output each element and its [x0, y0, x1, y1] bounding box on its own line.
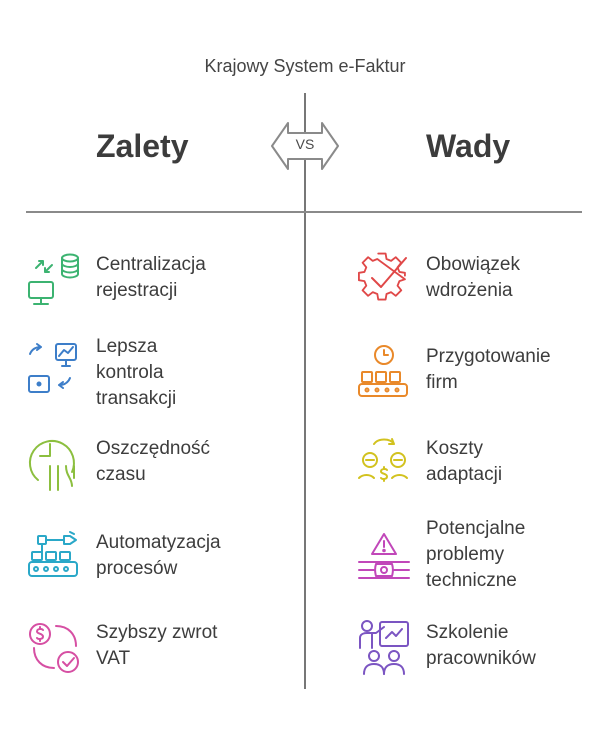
diagram-title: Krajowy System e-Faktur	[204, 56, 406, 76]
con-label: Obowiązek wdrożenia	[426, 254, 520, 301]
header-divider	[26, 211, 582, 213]
pro-label: Szybszy zwrot VAT	[96, 622, 218, 669]
obligation-gear-icon	[358, 252, 407, 301]
center-divider	[304, 93, 306, 689]
pro-label: Centralizacja rejestracji	[96, 254, 206, 301]
con-label: Przygotowanie firm	[426, 346, 551, 393]
preparation-icon	[358, 345, 408, 397]
time-saving-icon	[28, 440, 75, 491]
pros-heading: Zalety	[96, 128, 189, 164]
technical-problems-icon	[358, 533, 410, 579]
automation-icon	[28, 531, 78, 577]
vat-refund-icon	[29, 623, 79, 673]
centralization-icon	[28, 253, 79, 305]
con-label: Szkolenie pracowników	[426, 622, 536, 669]
con-label: Koszty adaptacji	[426, 438, 503, 485]
costs-icon	[358, 438, 408, 482]
pro-label: Automatyzacja procesów	[96, 532, 221, 579]
pro-label: Lepsza kontrola transakcji	[96, 336, 177, 409]
training-icon	[359, 620, 409, 675]
vs-badge-icon	[271, 122, 339, 170]
con-label: Potencjalne problemy techniczne	[426, 518, 526, 591]
pro-label: Oszczędność czasu	[96, 438, 211, 485]
transaction-control-icon	[28, 343, 77, 393]
vs-label: VS	[295, 136, 315, 152]
cons-heading: Wady	[426, 128, 511, 164]
